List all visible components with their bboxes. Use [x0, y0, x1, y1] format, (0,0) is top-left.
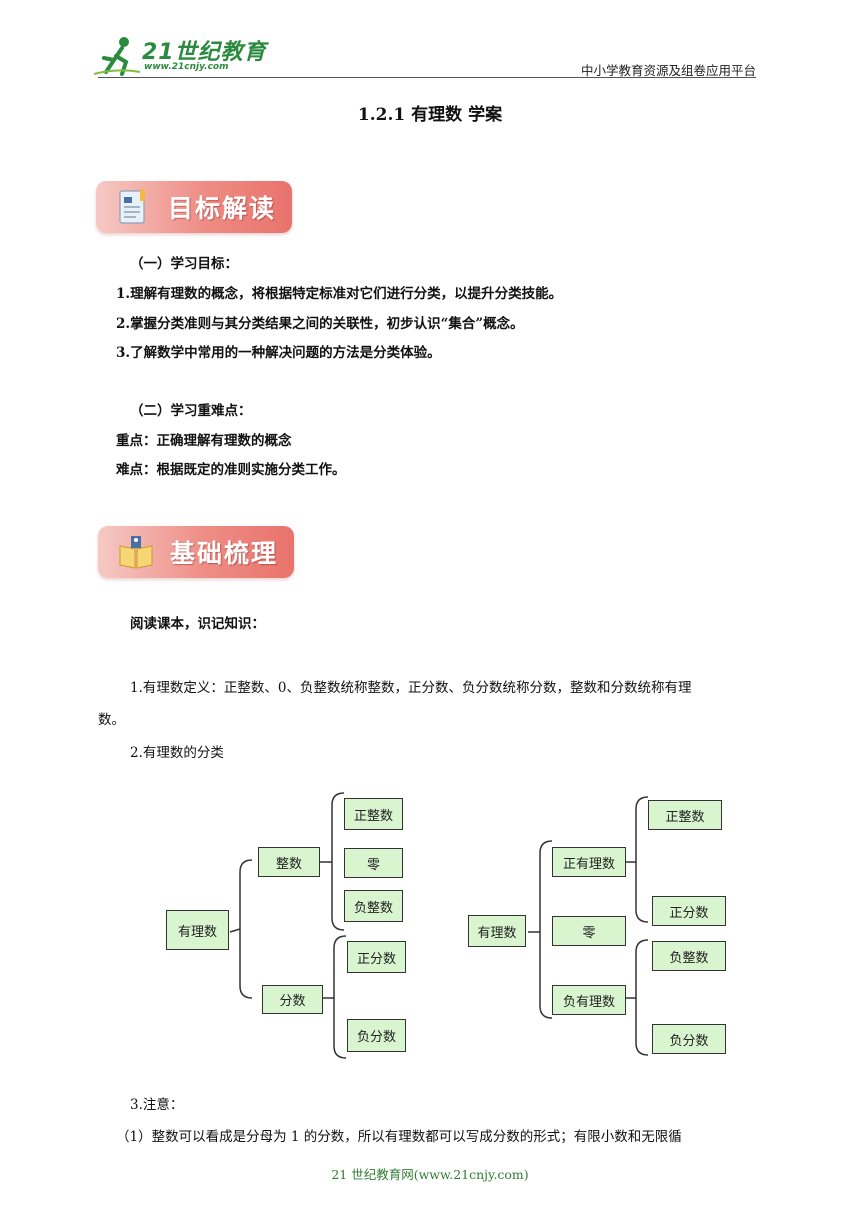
key-point: 重点：正确理解有理数的概念	[116, 433, 292, 449]
left-branch-integer: 整数	[258, 847, 320, 877]
logo-url: www.21cnjy.com	[144, 62, 229, 72]
definition-line-2: 数。	[98, 712, 125, 728]
goals-heading: （一）学习目标：	[130, 256, 238, 272]
note-heading: 3.注意：	[130, 1097, 184, 1113]
document-icon	[119, 189, 145, 224]
page-title: 1.2.1 有理数 学案	[357, 105, 503, 125]
right-leaf-positive-integer: 正整数	[648, 800, 722, 830]
banner-title: 目标解读	[168, 194, 277, 223]
site-logo: 21世纪教育 www.21cnjy.com	[92, 34, 266, 78]
left-leaf-positive-integer: 正整数	[344, 798, 403, 830]
left-leaf-zero: 零	[344, 848, 403, 878]
right-branch-zero: 零	[552, 916, 626, 946]
right-branch-positive: 正有理数	[552, 847, 626, 877]
classification-heading: 2.有理数的分类	[130, 745, 224, 761]
header-divider	[98, 77, 756, 78]
key-heading: （二）学习重难点：	[130, 403, 252, 419]
right-root-box: 有理数	[468, 915, 526, 947]
runner-icon	[93, 37, 141, 76]
right-leaf-negative-integer: 负整数	[652, 941, 726, 971]
logo-text: 21世纪教育	[142, 40, 267, 65]
reading-intro: 阅读课本，识记知识：	[130, 616, 265, 632]
header-tagline: 中小学教育资源及组卷应用平台	[580, 63, 756, 78]
left-leaf-negative-integer: 负整数	[344, 890, 403, 922]
goal-item-1: 1.理解有理数的概念，将根据特定标准对它们进行分类，以提升分类技能。	[116, 286, 563, 302]
definition-line-1: 1.有理数定义：正整数、0、负整数统称整数，正分数、负分数统称分数，整数和分数统…	[130, 680, 692, 696]
right-leaf-positive-fraction: 正分数	[652, 896, 726, 926]
left-leaf-negative-fraction: 负分数	[347, 1019, 406, 1052]
book-icon	[119, 536, 153, 569]
banner-title: 基础梳理	[170, 539, 279, 568]
goal-item-2: 2.掌握分类准则与其分类结果之间的关联性，初步认识“集合”概念。	[116, 316, 524, 332]
section-banner-basics: 基础梳理	[98, 526, 294, 578]
note-line-1: （1）整数可以看成是分母为 1 的分数，所以有理数都可以写成分数的形式；有限小数…	[116, 1129, 682, 1145]
left-leaf-positive-fraction: 正分数	[347, 941, 406, 973]
right-leaf-negative-fraction: 负分数	[652, 1024, 726, 1054]
difficult-point: 难点：根据既定的准则实施分类工作。	[116, 462, 346, 478]
page-footer: 21 世纪教育网(www.21cnjy.com)	[331, 1167, 529, 1182]
right-branch-negative: 负有理数	[552, 985, 626, 1015]
section-banner-goals: 目标解读	[96, 181, 292, 233]
left-root-box: 有理数	[166, 910, 229, 950]
left-branch-fraction: 分数	[262, 985, 323, 1014]
goal-item-3: 3.了解数学中常用的一种解决问题的方法是分类体验。	[116, 345, 441, 361]
